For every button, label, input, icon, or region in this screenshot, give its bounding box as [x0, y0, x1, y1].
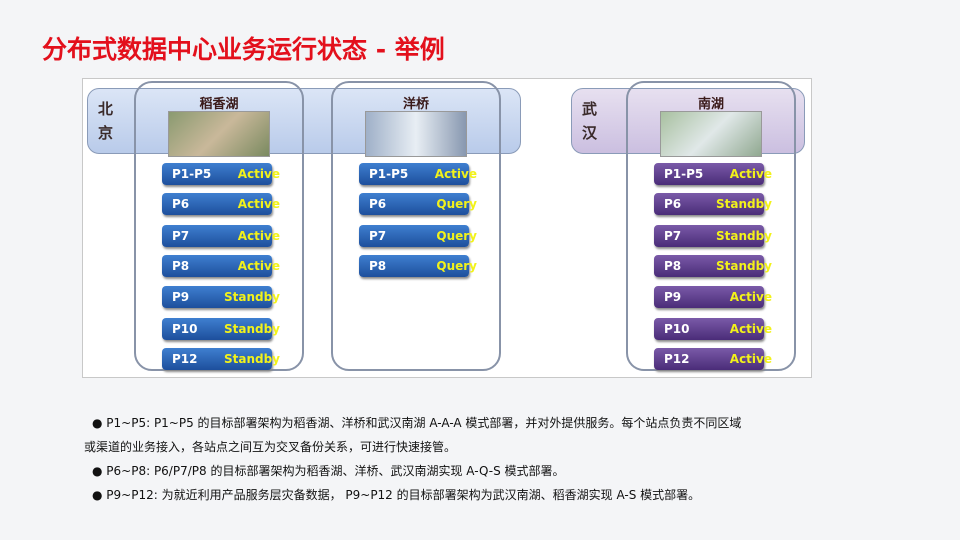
- service-id: P1-P5: [664, 167, 704, 181]
- service-id: P12: [664, 352, 690, 366]
- service-state: Active: [237, 167, 280, 181]
- service-status-button[interactable]: P1-P5 Active: [359, 163, 477, 185]
- service-id: P6: [664, 197, 682, 211]
- service-id: P10: [664, 322, 690, 336]
- note: ● P1~P5: P1~P5 的目标部署架构为稻香湖、洋桥和武汉南湖 A-A-A…: [92, 416, 742, 430]
- region-label: 北京: [98, 100, 114, 142]
- service-id: P8: [369, 259, 387, 273]
- page-title: 分布式数据中心业务运行状态 - 举例: [42, 35, 445, 64]
- service-status-button[interactable]: P1-P5 Active: [654, 163, 772, 185]
- site-photo: [168, 111, 270, 157]
- site-name: 洋桥: [402, 97, 429, 112]
- service-state: Active: [729, 167, 772, 181]
- service-state: Active: [434, 167, 477, 181]
- service-state: Query: [436, 229, 477, 243]
- service-status-button[interactable]: P6 Active: [162, 193, 280, 215]
- service-id: P7: [172, 229, 190, 243]
- service-status-button[interactable]: P6 Query: [359, 193, 477, 215]
- service-id: P1-P5: [172, 167, 212, 181]
- service-id: P1-P5: [369, 167, 409, 181]
- service-id: P6: [369, 197, 387, 211]
- service-id: P6: [172, 197, 190, 211]
- note: ● P9~P12: 为就近利用产品服务层灾备数据， P9~P12 的目标部署架构…: [92, 488, 701, 502]
- service-state: Standby: [715, 197, 772, 211]
- service-state: Standby: [223, 322, 280, 336]
- site-photo: [660, 111, 762, 157]
- service-id: P9: [664, 290, 682, 304]
- service-state: Standby: [223, 290, 280, 304]
- service-status-button[interactable]: P9 Active: [654, 286, 772, 308]
- site-name: 稻香湖: [199, 97, 239, 112]
- note: ● P6~P8: P6/P7/P8 的目标部署架构为稻香湖、洋桥、武汉南湖实现 …: [92, 464, 565, 478]
- service-status-button[interactable]: P1-P5 Active: [162, 163, 280, 185]
- service-state: Active: [237, 229, 280, 243]
- service-state: Standby: [715, 229, 772, 243]
- service-status-button[interactable]: P7 Active: [162, 225, 280, 247]
- site-photo: [365, 111, 467, 157]
- service-status-button[interactable]: P10 Standby: [162, 318, 280, 340]
- service-id: P10: [172, 322, 198, 336]
- note: 或渠道的业务接入，各站点之间互为交叉备份关系，可进行快速接管。: [84, 440, 457, 454]
- service-status-button[interactable]: P7 Query: [359, 225, 477, 247]
- service-status-button[interactable]: P9 Standby: [162, 286, 280, 308]
- service-status-button[interactable]: P12 Active: [654, 348, 772, 370]
- service-state: Standby: [223, 352, 280, 366]
- service-status-button[interactable]: P10 Active: [654, 318, 772, 340]
- service-state: Active: [729, 352, 772, 366]
- service-state: Standby: [715, 259, 772, 273]
- service-status-button[interactable]: P8 Active: [162, 255, 280, 277]
- service-state: Active: [237, 259, 280, 273]
- service-status-button[interactable]: P6 Standby: [654, 193, 772, 215]
- service-status-button[interactable]: P8 Query: [359, 255, 477, 277]
- site-name: 南湖: [697, 97, 724, 112]
- service-id: P8: [172, 259, 190, 273]
- service-state: Active: [237, 197, 280, 211]
- service-state: Query: [436, 197, 477, 211]
- service-id: P7: [664, 229, 682, 243]
- service-id: P12: [172, 352, 198, 366]
- service-id: P7: [369, 229, 387, 243]
- service-status-button[interactable]: P7 Standby: [654, 225, 772, 247]
- region-label: 武汉: [582, 100, 598, 142]
- service-status-button[interactable]: P8 Standby: [654, 255, 772, 277]
- service-id: P9: [172, 290, 190, 304]
- service-state: Active: [729, 290, 772, 304]
- service-state: Query: [436, 259, 477, 273]
- service-state: Active: [729, 322, 772, 336]
- service-id: P8: [664, 259, 682, 273]
- service-status-button[interactable]: P12 Standby: [162, 348, 280, 370]
